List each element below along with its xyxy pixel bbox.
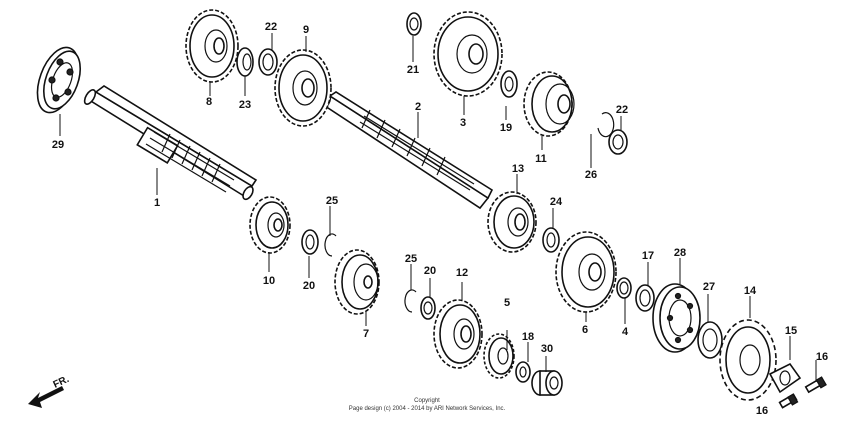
bolt-16-bottom[interactable] xyxy=(778,393,799,409)
oil-seal-27[interactable] xyxy=(697,321,723,359)
gear-3[interactable] xyxy=(433,11,503,97)
washer-22-right[interactable] xyxy=(608,129,628,155)
callout-2: 2 xyxy=(415,101,421,113)
gear-9[interactable] xyxy=(274,49,332,127)
callout-4: 4 xyxy=(622,326,629,338)
fr-label: FR. xyxy=(52,374,71,391)
copyright-notice: Copyright Page design (c) 2004 - 2014 by… xyxy=(349,398,506,412)
callout-10: 10 xyxy=(263,275,275,287)
callout-9: 9 xyxy=(303,24,309,36)
washer-19[interactable] xyxy=(500,70,518,98)
leader-lines xyxy=(59,33,817,382)
callout-17: 17 xyxy=(642,250,654,262)
washer-20-lower[interactable] xyxy=(420,296,436,320)
callout-20-lower: 20 xyxy=(424,265,436,277)
callout-22-right: 22 xyxy=(616,104,628,116)
callout-25-upper: 25 xyxy=(326,195,338,207)
callout-1: 1 xyxy=(154,197,160,209)
callout-29: 29 xyxy=(52,139,64,151)
gear-7[interactable] xyxy=(334,249,380,315)
gear-12[interactable] xyxy=(433,299,483,369)
washer-22-upper[interactable] xyxy=(258,48,278,76)
callout-labels: 1 2 3 4 5 6 7 8 9 10 11 12 13 14 15 16 1… xyxy=(52,21,828,417)
counter-shaft[interactable] xyxy=(317,91,494,210)
callout-18: 18 xyxy=(522,331,534,343)
callout-25-lower: 25 xyxy=(405,253,417,265)
gear-10[interactable] xyxy=(249,196,291,254)
callout-6: 6 xyxy=(582,324,588,336)
washer-20-left[interactable] xyxy=(301,229,319,255)
gear-6[interactable] xyxy=(555,231,617,313)
callout-14: 14 xyxy=(744,285,757,297)
bearing-29[interactable] xyxy=(29,42,87,118)
callout-22-upper: 22 xyxy=(265,21,277,33)
copyright-line-2: Page design (c) 2004 - 2014 by ARI Netwo… xyxy=(349,406,506,412)
circlip-25-lower[interactable] xyxy=(404,289,417,313)
callout-23: 23 xyxy=(239,99,251,111)
callout-21: 21 xyxy=(407,64,419,76)
callout-20-left: 20 xyxy=(303,280,315,292)
callout-16-right: 16 xyxy=(816,351,828,363)
bushing-23[interactable] xyxy=(236,47,254,77)
callout-13: 13 xyxy=(512,163,524,175)
callout-16-bottom: 16 xyxy=(756,405,768,417)
front-direction-arrow: FR. xyxy=(28,374,71,408)
bolt-16-right[interactable] xyxy=(804,376,827,394)
gear-11[interactable] xyxy=(523,71,575,137)
bearing-28[interactable] xyxy=(652,283,701,353)
svg-text:27: 27 xyxy=(703,281,715,293)
main-shaft[interactable] xyxy=(82,85,258,201)
callout-19: 19 xyxy=(500,122,512,134)
callout-5: 5 xyxy=(504,297,510,309)
circlip-26[interactable] xyxy=(597,112,615,138)
circlip-25-upper[interactable] xyxy=(324,233,337,257)
collar-4[interactable] xyxy=(616,277,632,299)
washer-21[interactable] xyxy=(406,12,422,36)
callout-3: 3 xyxy=(460,117,466,129)
washer-18[interactable] xyxy=(515,361,531,383)
callout-15: 15 xyxy=(785,325,797,337)
gear-13[interactable] xyxy=(487,191,537,253)
washer-24[interactable] xyxy=(542,227,560,253)
needle-bearing-30[interactable] xyxy=(531,370,563,396)
callout-12: 12 xyxy=(456,267,468,279)
gear-5[interactable] xyxy=(483,333,515,379)
copyright-line-1: Copyright xyxy=(414,398,440,404)
washer-17[interactable] xyxy=(635,284,655,312)
callout-7: 7 xyxy=(363,328,369,340)
drive-sprocket-14[interactable] xyxy=(719,319,777,401)
callout-24: 24 xyxy=(550,196,563,208)
callout-26: 26 xyxy=(585,169,597,181)
callout-11: 11 xyxy=(535,153,547,165)
gear-8[interactable] xyxy=(185,9,239,83)
callout-8: 8 xyxy=(206,96,212,108)
fixing-plate-15[interactable] xyxy=(768,362,802,394)
callout-28: 28 xyxy=(674,247,686,259)
callout-30: 30 xyxy=(541,343,553,355)
